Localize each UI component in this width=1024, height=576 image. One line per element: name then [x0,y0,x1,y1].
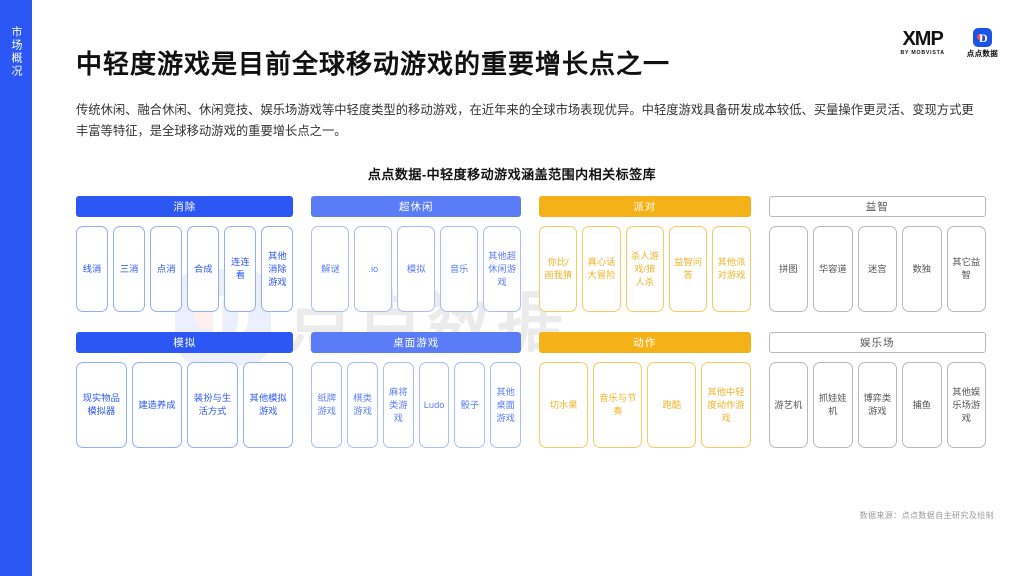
logo-group: XMP BY MOBVISTA D 点点数据 [900,28,998,58]
category-tag-cell[interactable]: 装扮与生活方式 [187,362,238,448]
matrix-row: 模拟现实物品模拟器建造养成装扮与生活方式其他模拟游戏桌面游戏纸牌游戏棋类游戏麻将… [76,332,986,448]
category-tag-cell[interactable]: 连连看 [224,226,257,312]
category-tag-cell[interactable]: 真心话大冒险 [582,226,621,312]
category-tag-cell[interactable]: 纸牌游戏 [311,362,343,448]
category-item-list: 你比/画我猜真心话大冒险杀人游戏/狼人杀益智问答其他派对游戏 [539,226,751,312]
xmp-logo-subtitle: BY MOBVISTA [900,50,945,57]
page-title: 中轻度游戏是目前全球移动游戏的重要增长点之一 [76,49,671,79]
category-tag-cell[interactable]: 建造养成 [131,362,183,448]
category-tag-cell[interactable]: 跑酷 [647,362,697,448]
category-tag-cell[interactable]: .io [354,226,393,312]
category-tag-cell[interactable]: 现实物品模拟器 [76,362,127,448]
page-description: 传统休闲、融合休闲、休闲竞技、娱乐场游戏等中轻度类型的移动游戏，在近年来的全球市… [76,103,974,138]
category-header[interactable]: 消除 [76,196,294,217]
category-tag-cell[interactable]: 点消 [150,226,183,312]
category-tag-cell[interactable]: 三消 [113,226,146,312]
category-item-list: 切水果音乐与节奏跑酷其他中轻度动作游戏 [539,362,751,448]
category-tag-cell[interactable]: 棋类游戏 [347,362,378,448]
category-tag-cell[interactable]: 麻将类游戏 [382,362,414,448]
category-group: 动作切水果音乐与节奏跑酷其他中轻度动作游戏 [539,332,751,448]
diandian-logo-text: 点点数据 [966,49,998,58]
category-tag-cell[interactable]: 其他超休闲游戏 [483,226,522,312]
category-tag-cell[interactable]: 骰子 [454,362,486,448]
category-tag-cell[interactable]: 捕鱼 [902,362,942,448]
category-group: 益智拼图华容道迷宫数独其它益智 [768,196,986,312]
category-tag-cell[interactable]: 迷宫 [857,226,898,312]
category-tag-cell[interactable]: 模拟 [397,226,436,312]
diandian-logo: D 点点数据 [967,28,998,58]
category-header[interactable]: 桌面游戏 [311,332,522,353]
category-tag-cell[interactable]: 其他消除游戏 [261,226,294,312]
category-header[interactable]: 超休闲 [311,196,522,217]
xmp-logo-mark: XMP [902,28,943,51]
category-group: 娱乐场游艺机抓娃娃机博弈类游戏捕鱼其他娱乐场游戏 [768,332,986,448]
chart-title: 点点数据-中轻度移动游戏涵盖范围内相关标签库 [367,167,657,182]
category-tag-cell[interactable]: 游艺机 [768,362,809,448]
diandian-logo-dot [976,34,983,40]
category-tag-cell[interactable]: 博弈类游戏 [857,362,898,448]
category-header[interactable]: 益智 [768,196,986,217]
rail-label: 市场概况 [10,26,22,78]
category-group: 派对你比/画我猜真心话大冒险杀人游戏/狼人杀益智问答其他派对游戏 [539,196,751,312]
section-rail: 市场概况 [0,0,32,576]
category-header[interactable]: 娱乐场 [768,332,986,353]
category-tag-cell[interactable]: 其它益智 [946,226,986,312]
category-tag-cell[interactable]: 拼图 [768,226,809,312]
category-tag-cell[interactable]: 解谜 [311,226,350,312]
category-tag-cell[interactable]: 线消 [76,226,109,312]
category-tag-cell[interactable]: 切水果 [539,362,589,448]
category-item-list: 线消三消点消合成连连看其他消除游戏 [76,226,294,312]
category-tag-cell[interactable]: Ludo [418,362,450,448]
category-tag-cell[interactable]: 数独 [902,226,942,312]
category-tag-cell[interactable]: 音乐 [440,226,479,312]
category-tag-cell[interactable]: 其他桌面游戏 [490,362,522,448]
category-group: 模拟现实物品模拟器建造养成装扮与生活方式其他模拟游戏 [76,332,294,448]
diandian-logo-icon: D [972,28,992,47]
category-tag-cell[interactable]: 抓娃娃机 [813,362,853,448]
category-tag-cell[interactable]: 杀人游戏/狼人杀 [625,226,664,312]
category-tag-cell[interactable]: 你比/画我猜 [539,226,578,312]
category-tag-cell[interactable]: 其他中轻度动作游戏 [701,362,751,448]
category-header[interactable]: 模拟 [76,332,294,353]
category-tag-cell[interactable]: 华容道 [813,226,853,312]
category-item-list: 游艺机抓娃娃机博弈类游戏捕鱼其他娱乐场游戏 [768,362,986,448]
diandian-logo-letter: D [979,30,988,45]
source-note: 数据来源：点点数据自主研究及绘制 [859,511,994,520]
category-tag-cell[interactable]: 其他娱乐场游戏 [946,362,986,448]
category-header[interactable]: 派对 [539,196,751,217]
category-item-list: 现实物品模拟器建造养成装扮与生活方式其他模拟游戏 [76,362,294,448]
category-tag-cell[interactable]: 音乐与节奏 [593,362,643,448]
xmp-logo: XMP BY MOBVISTA [900,29,944,56]
category-tag-cell[interactable]: 合成 [187,226,220,312]
category-group: 消除线消三消点消合成连连看其他消除游戏 [76,196,294,312]
category-header[interactable]: 动作 [539,332,751,353]
category-tag-cell[interactable]: 益智问答 [668,226,708,312]
category-tag-cell[interactable]: 其他派对游戏 [712,226,751,312]
category-tag-cell[interactable]: 其他模拟游戏 [242,362,294,448]
category-item-list: 拼图华容道迷宫数独其它益智 [768,226,986,312]
